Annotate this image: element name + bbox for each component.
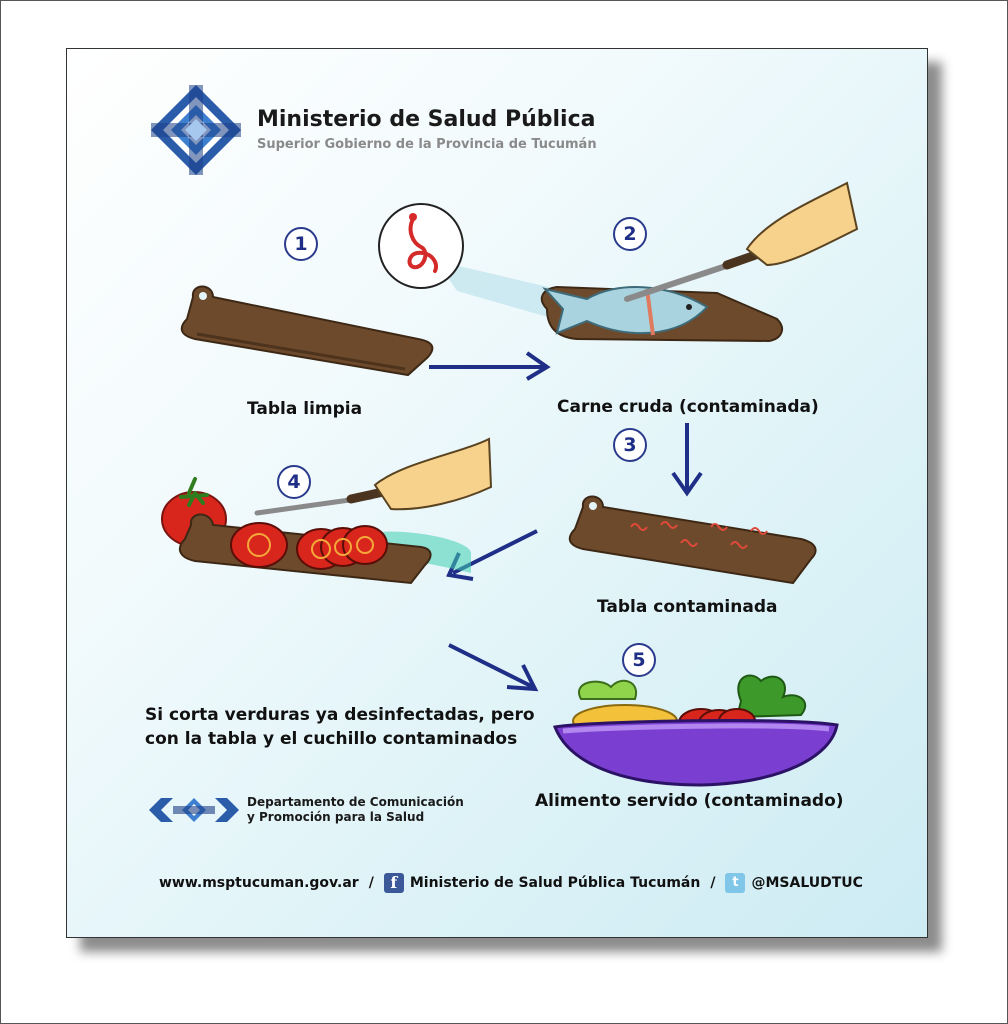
department-line1: Departamento de Comunicación (247, 795, 464, 809)
step-2-caption: Carne cruda (contaminada) (557, 397, 819, 417)
arrow-4-to-5 (448, 643, 539, 692)
step-number-3: 3 (613, 428, 647, 462)
step-4-caption-line1: Si corta verduras ya desinfectadas, pero (145, 705, 535, 725)
department-logo (149, 798, 239, 822)
step-number-2: 2 (613, 217, 647, 251)
page-title: Ministerio de Salud Pública (257, 107, 596, 132)
arrow-2-to-3 (671, 423, 703, 497)
salad-bowl (552, 674, 839, 787)
department-line2: y Promoción para la Salud (247, 810, 425, 824)
facebook-icon[interactable]: f (383, 873, 404, 893)
twitter-link[interactable]: @MSALUDTUC (751, 875, 863, 891)
step-1-caption: Tabla limpia (247, 399, 363, 419)
page-subtitle: Superior Gobierno de la Provincia de Tuc… (257, 137, 597, 152)
arrow-1-to-2 (429, 351, 551, 381)
contaminated-cutting-board (568, 495, 817, 585)
board-with-tomato-slices (178, 437, 493, 585)
step-5-caption: Alimento servido (contaminado) (535, 791, 844, 811)
step-number-5: 5 (622, 643, 656, 677)
board-with-raw-fish (540, 181, 859, 343)
infographic-card: Ministerio de Salud Pública Superior Gob… (66, 48, 928, 938)
step-4-caption-line2: con la tabla y el cuchillo contaminados (145, 729, 518, 749)
clean-cutting-board (180, 285, 434, 377)
footer-separator-2: / (710, 875, 716, 891)
step-3-caption: Tabla contaminada (597, 597, 778, 617)
step-number-1: 1 (284, 227, 318, 261)
ministry-logo (151, 85, 241, 175)
step-number-4: 4 (277, 465, 311, 499)
twitter-icon[interactable]: t (725, 873, 746, 893)
facebook-link[interactable]: Ministerio de Salud Pública Tucumán (409, 875, 701, 891)
department-name: Departamento de Comunicación y Promoción… (247, 795, 464, 825)
website-link[interactable]: www.msptucuman.gov.ar (159, 875, 359, 891)
footer-separator-1: / (368, 875, 374, 891)
footer: www.msptucuman.gov.ar / f Ministerio de … (159, 873, 863, 893)
